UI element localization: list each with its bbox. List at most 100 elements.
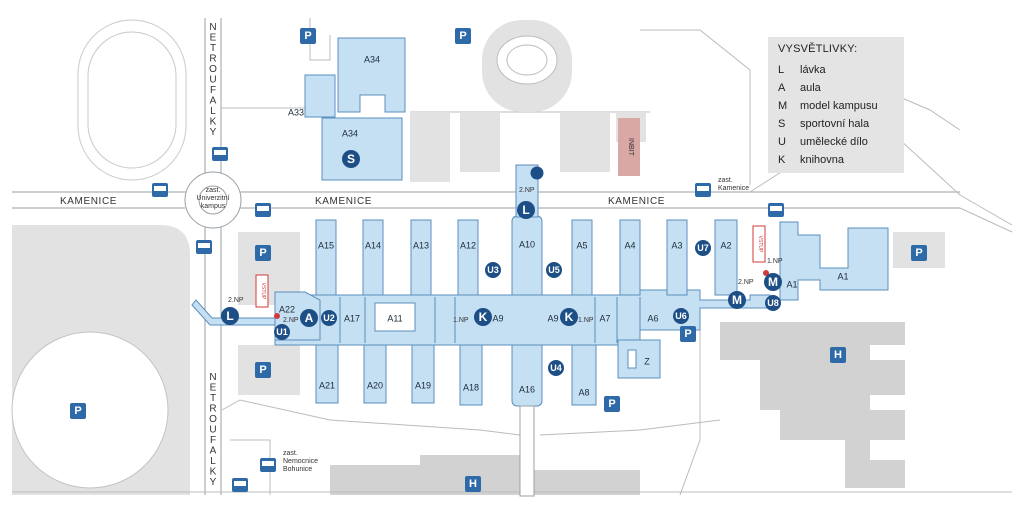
marker-u8[interactable] (765, 295, 781, 311)
entrance-east-label: VSTUP (757, 236, 763, 253)
label-a3: A3 (671, 240, 682, 250)
marker-u8-text: U8 (767, 298, 779, 308)
label-a22: A22 (279, 304, 295, 314)
label-a33: A33 (288, 107, 304, 117)
label-a5: A5 (576, 240, 587, 250)
bus-stops: zast. Univerzitní kampus zast. Kamenice … (152, 147, 784, 492)
parking-icon-w-lower[interactable] (255, 362, 271, 378)
label-a16: A16 (519, 384, 535, 394)
building-a19 (411, 344, 435, 404)
parking-icon-far-e[interactable] (911, 245, 927, 261)
label-a17: A17 (344, 313, 360, 323)
bus-icon-8[interactable] (232, 478, 248, 492)
inbit-label: INBIT (627, 138, 634, 157)
building-a21 (315, 344, 339, 404)
label-a15: A15 (318, 240, 334, 250)
building-a33 (304, 74, 336, 118)
parking-icon-n-text: P (459, 30, 466, 42)
hospital-icon-s[interactable] (465, 476, 481, 492)
parking-icon-w-upper-text: P (259, 247, 266, 259)
marker-u4[interactable] (548, 360, 564, 376)
marker-u6[interactable] (673, 308, 689, 324)
building-a13 (410, 219, 432, 296)
north-area: INBIT (410, 20, 646, 182)
marker-library-left[interactable] (474, 308, 492, 326)
marker-u3-text: U3 (487, 265, 499, 275)
bus-icon-7[interactable] (260, 458, 276, 472)
marker-u1[interactable] (274, 324, 290, 340)
stop-univerzitni-kampus-3: kampus (201, 203, 226, 210)
parking-icon-s-text: P (608, 398, 615, 410)
legend-title: VYSVĚTLIVKY: (778, 43, 858, 55)
marker-lavka-west-text: L (226, 309, 233, 323)
building-a1 (779, 221, 889, 301)
marker-lavka-north[interactable] (517, 201, 535, 219)
marker-library-right[interactable] (560, 308, 578, 326)
floor-note-bridge-north: 2.NP (519, 187, 535, 194)
bus-icon-2[interactable] (152, 183, 168, 197)
marker-library-right-text: K (565, 310, 574, 324)
hospital-icon-e[interactable] (830, 347, 846, 363)
background-areas (11, 225, 945, 495)
building-a18 (459, 344, 483, 406)
building-a2 (714, 219, 738, 296)
parking-icon-s[interactable] (604, 396, 620, 412)
label-a1-west: A1 (786, 279, 797, 289)
floor-notes: 2.NP 2.NP 1.NP 1.NP 2.NP 2.NP 1.NP (228, 187, 783, 324)
label-a9-left: A9 (492, 313, 503, 323)
parking-icon-e[interactable] (680, 326, 696, 342)
building-a34-north (337, 37, 406, 113)
label-a1-east: A1 (837, 271, 848, 281)
marker-aula-text: A (305, 311, 314, 325)
hospital-building-right (720, 322, 905, 488)
bus-icon-3[interactable] (255, 203, 271, 217)
label-a18: A18 (463, 382, 479, 392)
marker-model[interactable] (728, 291, 746, 309)
marker-lavka-north-text: L (522, 203, 529, 217)
parking-icon-w-upper[interactable] (255, 245, 271, 261)
parking-icon-w-lower-text: P (259, 364, 266, 376)
grey-lot-upper-left (238, 232, 300, 305)
bus-icon-4[interactable] (196, 240, 212, 254)
marker-u2[interactable] (321, 310, 337, 326)
stop-nemocnice-2: Nemocnice (283, 458, 318, 465)
bus-icon-6[interactable] (768, 203, 784, 217)
label-a34-south: A34 (342, 128, 358, 138)
label-a8: A8 (578, 387, 589, 397)
label-a6: A6 (647, 313, 658, 323)
marker-u7[interactable] (695, 240, 711, 256)
bus-icon-1[interactable] (212, 147, 228, 161)
marker-u4-text: U4 (550, 363, 562, 373)
entrances: VSTUP VSTUP (255, 225, 769, 319)
parking-icon-sw-text: P (74, 405, 81, 417)
building-a4 (619, 219, 641, 296)
label-a4: A4 (624, 240, 635, 250)
label-a7: A7 (599, 313, 610, 323)
street-kamenice-2: KAMENICE (315, 196, 372, 207)
bus-icon-5[interactable] (695, 183, 711, 197)
parking-icon-n[interactable] (455, 28, 471, 44)
building-a5 (571, 219, 593, 296)
marker-u5[interactable] (546, 262, 562, 278)
parking-icon-nw[interactable] (300, 28, 316, 44)
marker-model-a1[interactable] (764, 273, 782, 291)
entrance-west-label: VSTUP (260, 283, 266, 300)
marker-u1-text: U1 (276, 327, 288, 337)
marker-u7-text: U7 (697, 243, 709, 253)
parking-signs: P P P P P P P P H H (70, 28, 927, 492)
marker-lavka-west[interactable] (221, 307, 239, 325)
stop-kamenice-1: zast. (718, 177, 733, 184)
marker-aula[interactable] (300, 309, 318, 327)
marker-sports-hall[interactable] (342, 150, 360, 168)
stop-nemocnice-1: zast. (283, 450, 298, 457)
building-a14 (362, 219, 384, 296)
marker-u3[interactable] (485, 262, 501, 278)
parking-icon-sw[interactable] (70, 403, 86, 419)
